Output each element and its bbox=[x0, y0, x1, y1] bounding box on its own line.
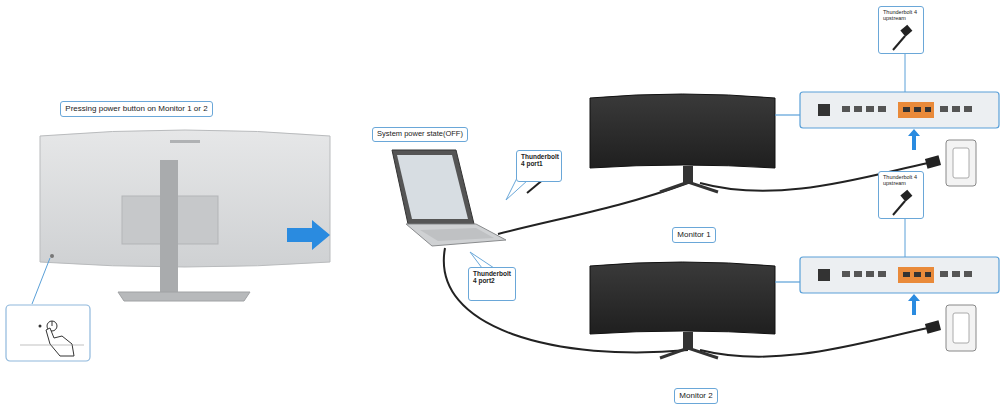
upstream-callout bbox=[878, 6, 924, 257]
instruction-box: Pressing power button on Monitor 1 or 2 bbox=[60, 101, 213, 117]
monitor-back bbox=[32, 130, 330, 304]
node-text: Pressing power button on Monitor 1 or 2 bbox=[65, 104, 208, 113]
node-text: Monitor 2 bbox=[679, 391, 713, 400]
node-text: Thunderbolt 4 port2 bbox=[473, 270, 511, 285]
node-text: Monitor 1 bbox=[677, 230, 711, 239]
port-callout: Thunderbolt 4 port2 bbox=[468, 267, 516, 301]
status-box: System power state(OFF) bbox=[372, 127, 468, 142]
port-callout: Thunderbolt 4 port1 bbox=[516, 150, 562, 182]
upstream-callout: Thunderbolt 4 upstream bbox=[878, 6, 924, 54]
power-cable bbox=[700, 140, 976, 357]
callout-tail bbox=[470, 252, 494, 268]
laptop bbox=[392, 150, 506, 246]
monitor-label: Monitor 1 bbox=[672, 227, 716, 243]
node-text: Thunderbolt 4 port1 bbox=[521, 153, 557, 168]
node-text: System power state(OFF) bbox=[377, 130, 463, 139]
monitor-front bbox=[590, 94, 775, 358]
upstream-callout: Thunderbolt 4 upstream bbox=[878, 171, 924, 219]
power-button-inset bbox=[6, 305, 90, 361]
thunderbolt-cable bbox=[498, 183, 688, 234]
io-panel bbox=[775, 92, 999, 315]
node-text: Thunderbolt 4 upstream bbox=[883, 174, 919, 187]
node-text: Thunderbolt 4 upstream bbox=[883, 9, 919, 22]
monitor-label: Monitor 2 bbox=[674, 388, 718, 404]
flow-arrow bbox=[287, 220, 330, 250]
